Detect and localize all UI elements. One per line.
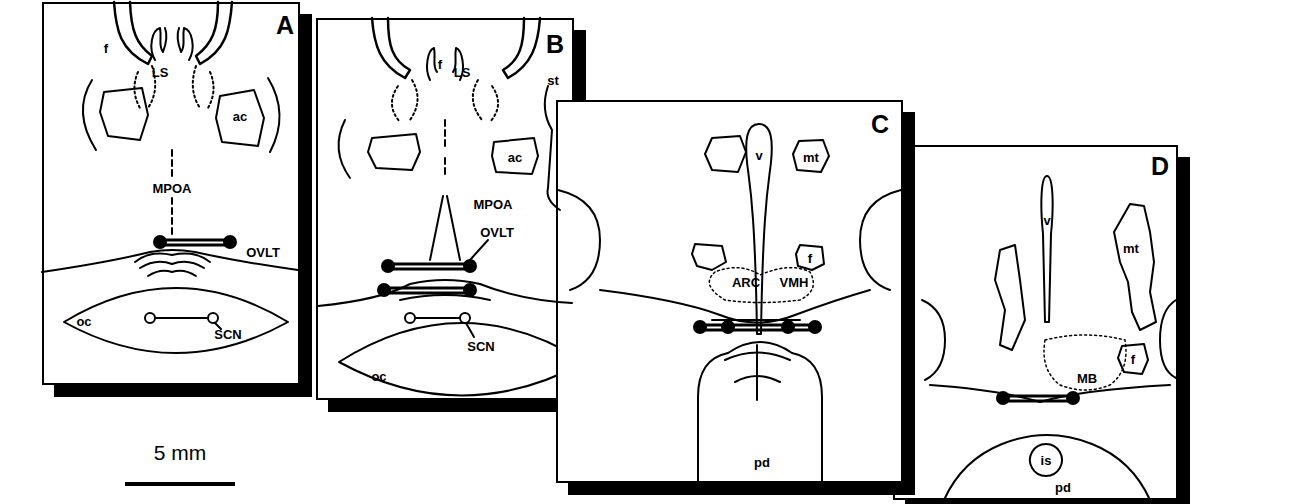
scale-label: 5 mm — [154, 442, 207, 463]
tract-outline: mt — [1110, 202, 1158, 332]
panel-letter: D — [1151, 154, 1169, 179]
structure-label: pd — [1055, 481, 1071, 494]
region-label: LS — [152, 66, 169, 79]
ventricle-outline: v — [1037, 174, 1057, 324]
region-label: f — [104, 42, 108, 55]
region-label: MPOA — [474, 198, 513, 211]
panel-letter: C — [871, 112, 889, 137]
tract-outline: mt — [791, 138, 831, 174]
structure-outline — [62, 284, 290, 364]
region-label: LS — [454, 66, 471, 79]
region-label: st — [547, 74, 559, 87]
chiasm-outline: oc — [337, 314, 587, 396]
outline-path — [64, 288, 288, 353]
structure-label: ac — [508, 151, 522, 164]
region-label: MPOA — [153, 182, 192, 195]
structure-outline — [337, 314, 587, 396]
outline-path — [492, 138, 538, 174]
structure-label: oc — [371, 370, 386, 383]
structure-label: mt — [803, 151, 819, 164]
outline-path — [216, 90, 264, 146]
ventricle-outline: v — [744, 122, 774, 337]
chiasm-outline: oc — [62, 284, 290, 364]
section-panel: Bac oc — [316, 18, 574, 400]
outline-path — [698, 342, 822, 482]
region-label: OVLT — [246, 246, 280, 259]
structure-label: f — [808, 252, 812, 265]
commissure-outline: ac — [490, 136, 540, 176]
scale-bar — [125, 482, 235, 486]
outline-path — [1114, 204, 1156, 330]
panel-letter: B — [546, 32, 564, 57]
region-label: ARC — [732, 276, 760, 289]
structure-label: pd — [754, 456, 770, 469]
region-label: OVLT — [480, 226, 514, 239]
outline-path — [796, 245, 824, 270]
outline-path — [1041, 176, 1052, 322]
section-panel: Cv mt f pd — [556, 100, 903, 483]
outline-path — [339, 323, 585, 396]
section-panel: Dv mt f pd is — [893, 145, 1178, 500]
structure-label: is — [1041, 454, 1052, 467]
region-label: SCN — [467, 340, 494, 353]
commissure-outline: ac — [214, 88, 266, 148]
pituitary-outline: pd — [690, 337, 830, 483]
outline-path — [944, 435, 1150, 500]
outline-path — [746, 124, 772, 334]
structure-outline — [1037, 174, 1057, 324]
pituitary-outline: pd is — [942, 430, 1152, 500]
structure-label: v — [1043, 214, 1050, 227]
structure-label: f — [1131, 353, 1135, 366]
region-label: f — [438, 58, 442, 71]
outline-path — [1118, 344, 1148, 374]
structure-label: oc — [76, 315, 91, 328]
outline-path — [793, 140, 829, 172]
fornix-outline: f — [1116, 342, 1150, 376]
panel-letter: A — [276, 13, 294, 38]
region-label: SCN — [214, 328, 241, 341]
outline-path — [1030, 444, 1062, 476]
region-label: MB — [1077, 372, 1097, 385]
fornix-outline: f — [794, 242, 826, 272]
structure-label: ac — [233, 110, 247, 123]
region-label: VMH — [780, 276, 809, 289]
structure-outline — [1110, 202, 1158, 332]
structure-label: v — [755, 149, 762, 162]
structure-label: mt — [1123, 242, 1139, 255]
stalk-outline: is — [1028, 442, 1064, 478]
